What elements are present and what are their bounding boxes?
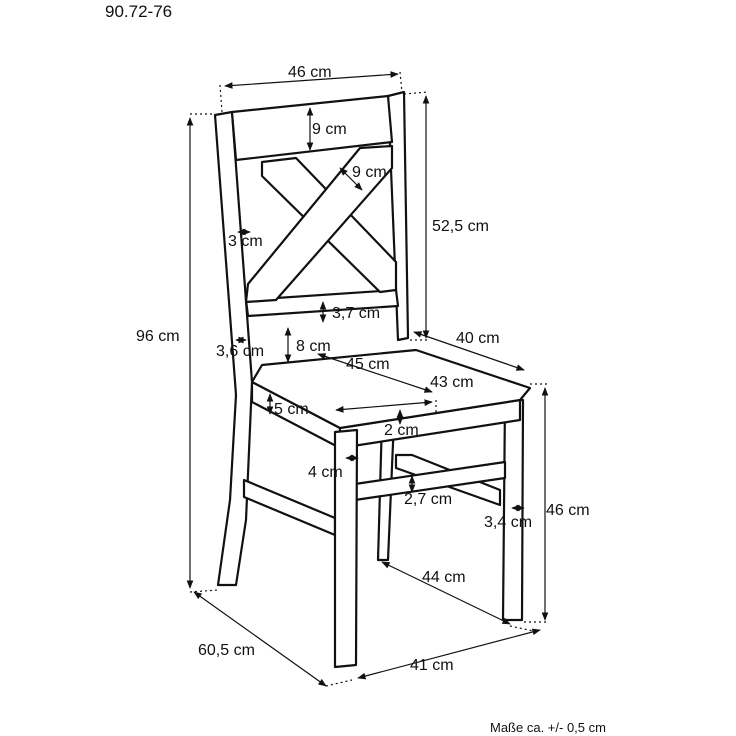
- dim-stretcher-offset: 3,4 cm: [484, 514, 532, 531]
- dim-seat-depth-top: 43 cm: [430, 374, 474, 391]
- dim-apron-height: 5 cm: [274, 401, 309, 418]
- dim-back-gap: 8 cm: [296, 338, 331, 355]
- dim-cross-slat-width: 9 cm: [352, 164, 387, 181]
- dim-seat-width-top: 45 cm: [346, 356, 390, 373]
- dim-lower-rail-height: 3,7 cm: [332, 305, 380, 322]
- back-left-post: [213, 110, 254, 587]
- tolerance-note: Maße ca. +/- 0,5 cm: [490, 720, 606, 735]
- dim-post-inner-gap: 3 cm: [228, 233, 263, 250]
- product-code: 90.72-76: [105, 2, 172, 21]
- dim-backrest-height: 52,5 cm: [432, 218, 489, 235]
- dim-leg-span-depth: 44 cm: [422, 569, 466, 586]
- dim-total-depth: 60,5 cm: [198, 642, 255, 659]
- dim-top-rail-height: 9 cm: [312, 121, 347, 138]
- front-right-leg: [501, 398, 525, 622]
- dim-post-thickness: 3,6 cm: [216, 343, 264, 360]
- dim-leg-width: 4 cm: [308, 464, 343, 481]
- side-stretcher-left: [242, 478, 337, 537]
- dim-total-width: 41 cm: [410, 657, 454, 674]
- front-left-leg: [333, 428, 359, 669]
- dim-seat-height: 46 cm: [546, 502, 590, 519]
- dimension-lines: [186, 71, 549, 687]
- dim-total-height: 96 cm: [136, 328, 180, 345]
- dim-stretcher-height: 2,7 cm: [404, 491, 452, 508]
- dim-backrest-width: 46 cm: [288, 64, 332, 81]
- dim-seat-depth-side: 40 cm: [456, 330, 500, 347]
- dim-seat-thickness: 2 cm: [384, 422, 419, 439]
